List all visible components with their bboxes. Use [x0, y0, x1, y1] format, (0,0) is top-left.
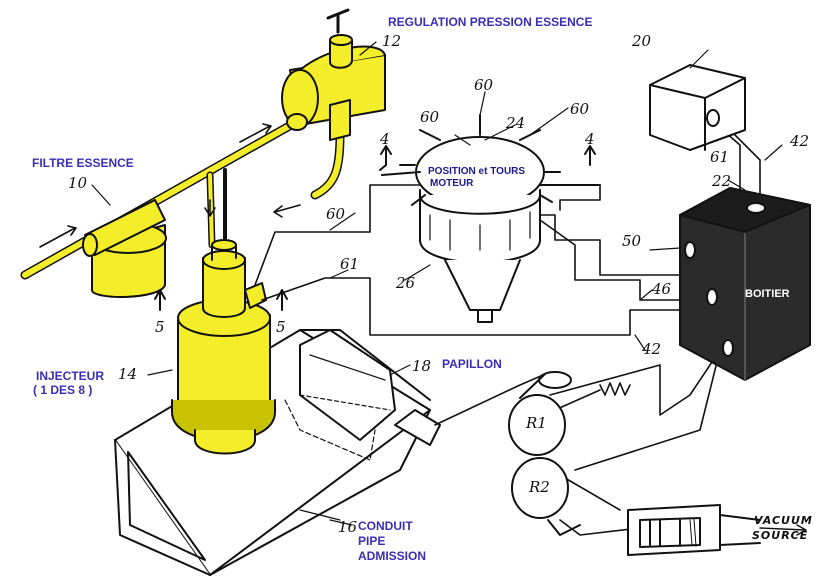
num-61-wire: 61	[340, 255, 360, 273]
label-position-2: MOTEUR	[430, 178, 474, 189]
num-42-bottom: 42	[642, 340, 662, 358]
position-sensor	[381, 114, 601, 323]
num-60-wire: 60	[326, 205, 346, 223]
label-filtre: FILTRE ESSENCE	[32, 156, 134, 170]
label-vacuum-2: SOURCE	[752, 529, 809, 542]
num-60-right: 60	[570, 100, 590, 118]
num-60-top: 60	[474, 76, 494, 94]
num-22: 22	[712, 172, 732, 190]
label-conduit-1: CONDUIT	[358, 519, 413, 533]
fuel-line	[20, 115, 345, 280]
label-regulation: REGULATION PRESSION ESSENCE	[388, 15, 593, 29]
num-20: 20	[632, 32, 652, 50]
unit-20-box	[649, 64, 746, 151]
vacuum-actuator	[627, 504, 807, 556]
num-14: 14	[118, 365, 138, 383]
pressure-regulator	[281, 8, 386, 141]
section-markers	[154, 145, 596, 311]
r1-sensor	[508, 371, 572, 456]
num-5-right: 5	[276, 318, 286, 336]
num-18: 18	[412, 357, 432, 375]
num-4-right: 4	[585, 130, 595, 148]
fuel-filter	[82, 199, 167, 298]
label-r2: R2	[529, 478, 550, 496]
num-16: 16	[338, 518, 358, 536]
label-r1: R1	[526, 414, 547, 432]
num-60-left: 60	[420, 108, 440, 126]
label-injecteur-1: INJECTEUR	[36, 369, 105, 383]
leader-lines	[91, 41, 783, 526]
num-24: 24	[506, 114, 526, 132]
num-12: 12	[382, 32, 402, 50]
injector	[171, 239, 276, 455]
label-conduit-2: PIPE	[358, 534, 386, 548]
label-papillon: PAPILLON	[442, 357, 502, 371]
num-50: 50	[622, 232, 642, 250]
num-10: 10	[68, 174, 88, 192]
num-5-left: 5	[155, 318, 165, 336]
num-61-top: 61	[710, 148, 730, 166]
label-position-1: POSITION et TOURS	[428, 166, 526, 177]
num-4-left: 4	[380, 130, 390, 148]
wiring	[254, 114, 761, 536]
boitier-box	[679, 187, 811, 381]
num-46: 46	[652, 280, 672, 298]
label-boitier: BOITIER	[745, 288, 790, 300]
num-26: 26	[396, 274, 416, 292]
num-42-top: 42	[790, 132, 810, 150]
label-vacuum-1: VACUUM	[754, 514, 813, 527]
label-conduit-3: ADMISSION	[358, 549, 427, 563]
label-injecteur-2: ( 1 DES 8 )	[33, 383, 93, 397]
r2-sensor	[511, 457, 581, 536]
throttle-papillon	[284, 329, 551, 461]
